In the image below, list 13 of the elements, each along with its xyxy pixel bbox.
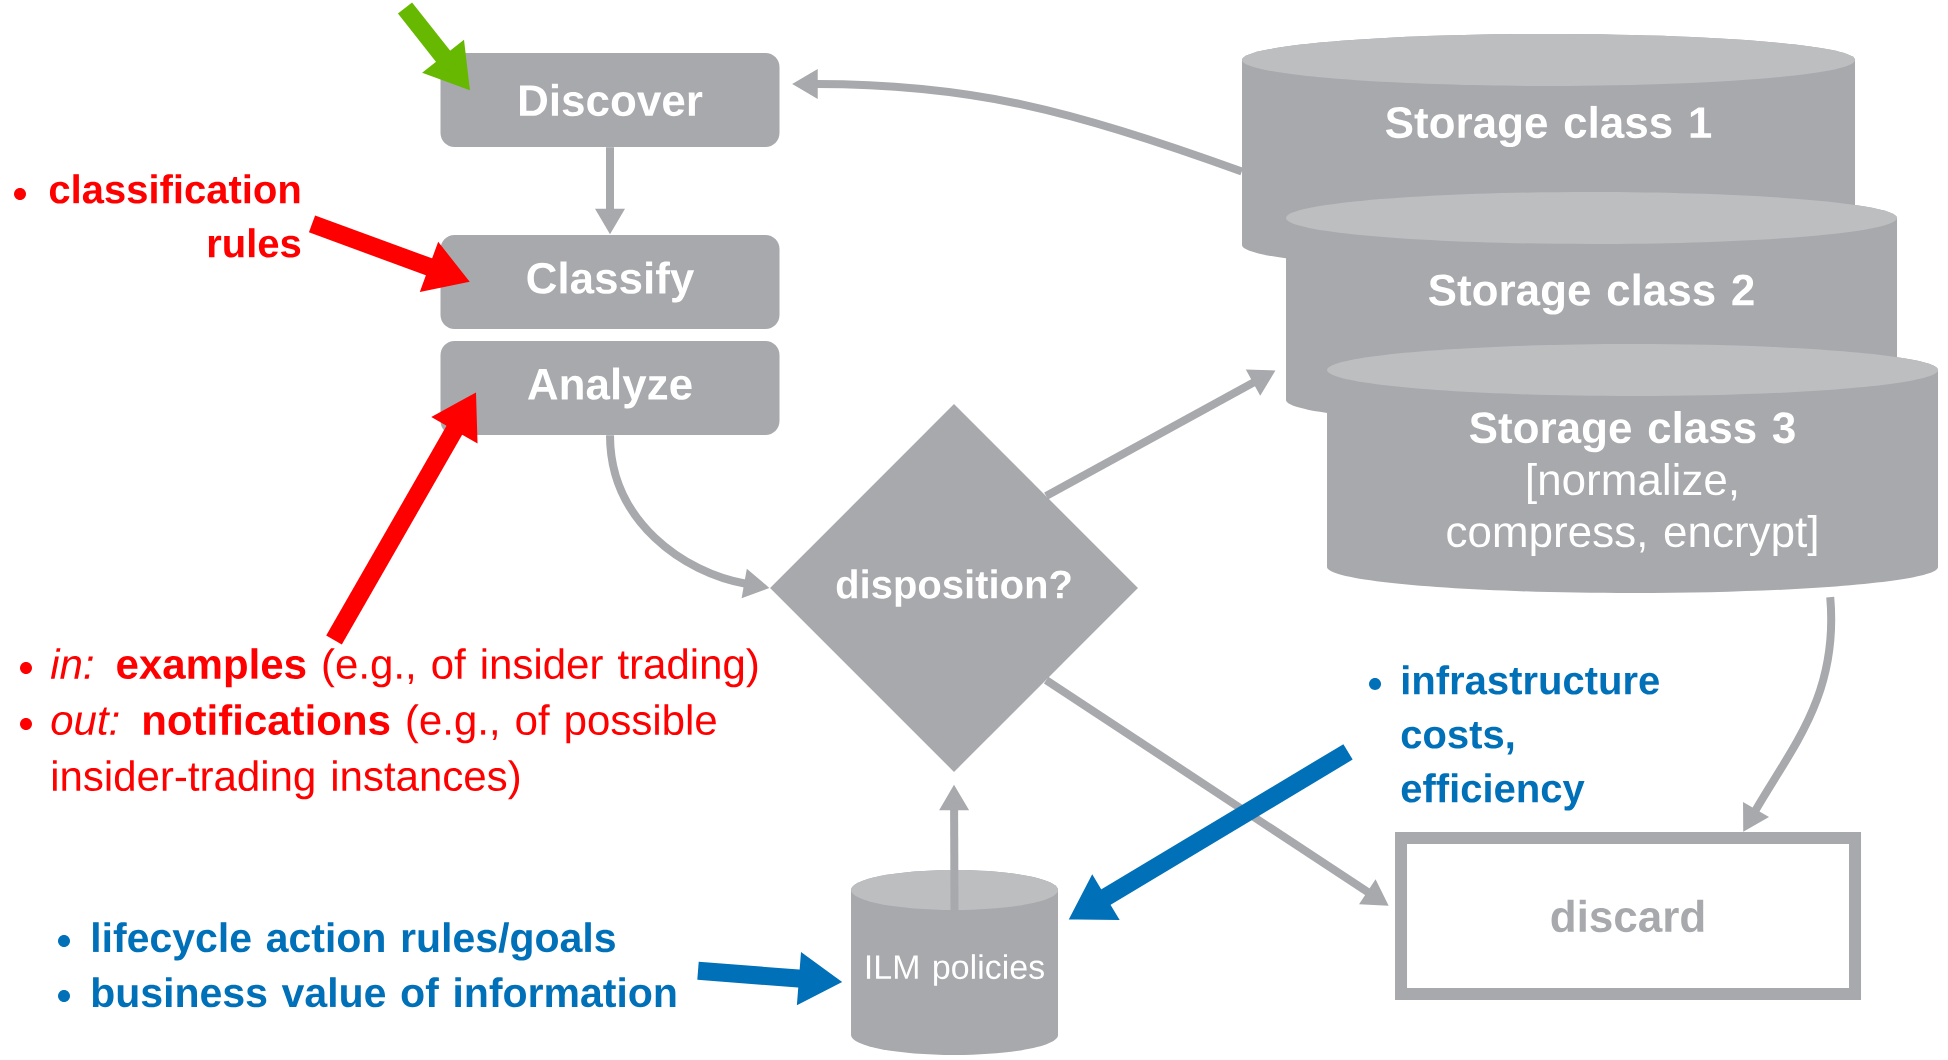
node-label: Storage class 1 bbox=[1385, 105, 1712, 148]
note-text: in: examples (e.g., of insider trading) out: notifications (e.g., of possible insider-trading instances) bbox=[50, 648, 758, 800]
note-text: infrastructure costs, efficiency bbox=[1401, 665, 1659, 811]
node-label: Storage class 2 bbox=[1428, 273, 1754, 315]
cylinder: Storage class 3 [normalize, compress, encrypt] bbox=[1327, 344, 1939, 593]
process-box: Classify bbox=[440, 235, 780, 329]
note-text: classification rules bbox=[49, 174, 301, 258]
note-text: lifecycle action rules/goals business value of information bbox=[92, 922, 676, 1008]
process-box: Discover bbox=[440, 53, 780, 147]
outlined-box: discard bbox=[1395, 832, 1862, 1000]
node-label: [normalize, compress, encrypt] bbox=[1447, 463, 1817, 557]
process-box: Analyze bbox=[440, 341, 780, 435]
cylinder: ILM policies bbox=[851, 870, 1058, 1055]
